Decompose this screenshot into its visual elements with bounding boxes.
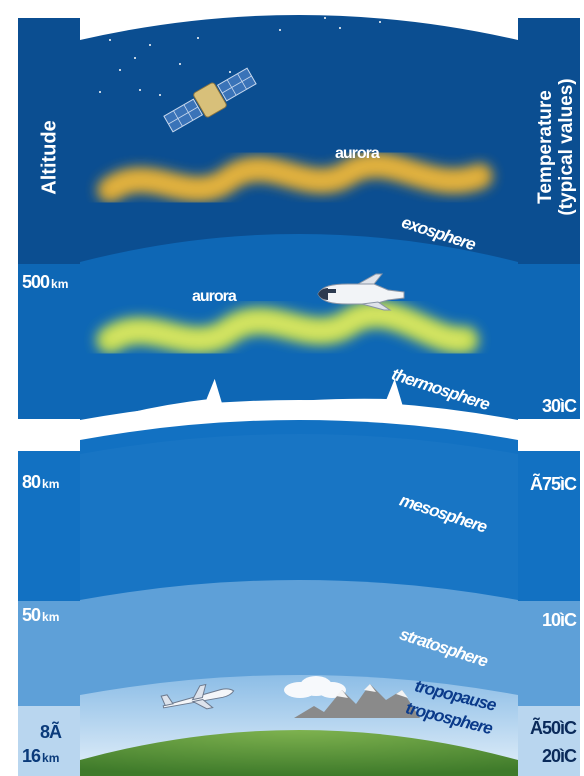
altitude-value: 50 [22, 605, 41, 625]
altitude-value: 500 [22, 272, 50, 292]
altitude-value: 80 [22, 472, 41, 492]
temperature-block-exosphere [518, 18, 580, 264]
atmosphere-svg [80, 15, 518, 776]
altitude-block-mesosphere [18, 451, 80, 601]
temperature-marker-thermosphere: 30ìC [541, 396, 577, 416]
space-shuttle-icon [317, 273, 405, 311]
temperature-block-stratosphere [518, 601, 580, 706]
altitude-block-stratosphere [18, 601, 80, 706]
aurora-label-upper: aurora [335, 145, 380, 162]
stars [99, 17, 381, 96]
mountains-icon [294, 684, 420, 718]
temperature-title-line2: (typical values) [556, 78, 577, 216]
temperature-marker-tropopause: Ã50ìC [529, 718, 577, 738]
altitude-axis-title: Altitude [38, 120, 61, 195]
temperature-block-thermosphere [518, 264, 580, 419]
altitude-unit: km [42, 751, 60, 765]
altitude-value: 8Ã [40, 722, 62, 742]
altitude-unit: km [51, 277, 69, 291]
aurora-label-lower: aurora [192, 288, 237, 305]
altitude-block-exosphere [18, 18, 80, 264]
temperature-title-line1: Temperature [535, 90, 556, 204]
atmosphere-layers: aurora aurora exosphere thermosphere mes… [80, 0, 518, 776]
altitude-marker-8: 8Ã [40, 722, 63, 743]
temperature-marker-mesosphere: Ã75ìC [529, 474, 577, 494]
altitude-unit: km [42, 477, 60, 491]
temperature-marker-ground: 20ìC [541, 746, 577, 766]
ground [80, 730, 518, 776]
temperature-column: Temperature (typical values) 30ìC Ã75ìC … [518, 18, 580, 776]
cloud-icon [284, 676, 346, 698]
altitude-block-thermosphere [18, 264, 80, 419]
altitude-block-troposphere [18, 706, 80, 776]
break-line [80, 378, 518, 437]
temperature-axis-title: Temperature (typical values) [535, 57, 577, 237]
temperature-block-troposphere [518, 706, 580, 776]
airplane-icon [160, 683, 235, 710]
temperature-block-mesosphere [518, 451, 580, 601]
altitude-value: 16 [22, 746, 41, 766]
altitude-unit: km [42, 610, 60, 624]
satellite-icon [163, 67, 257, 133]
temperature-marker-stratosphere: 10ìC [541, 610, 577, 630]
